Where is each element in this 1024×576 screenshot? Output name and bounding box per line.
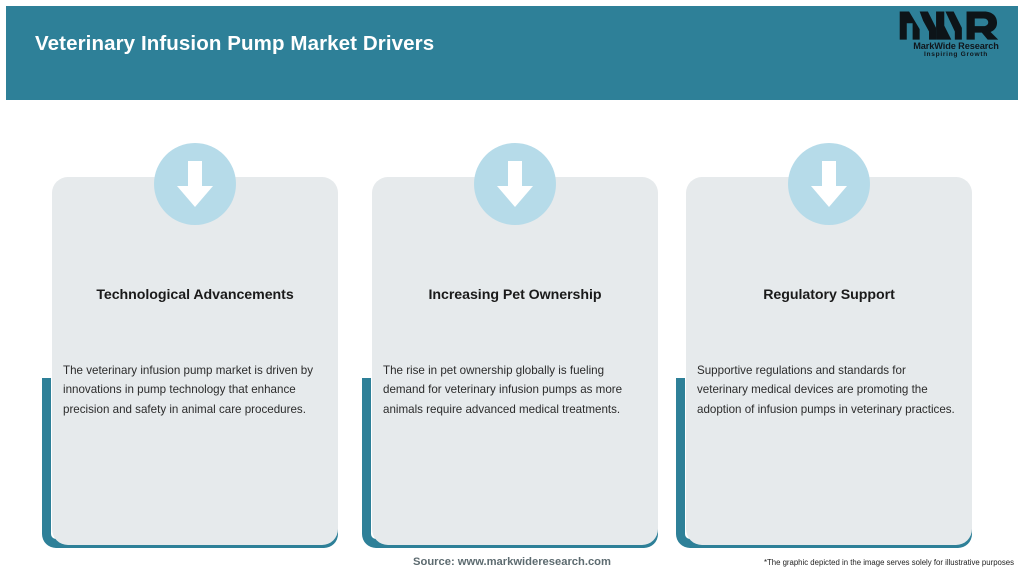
card-body-3: Supportive regulations and standards for…	[697, 364, 955, 416]
card-title-2: Increasing Pet Ownership	[428, 287, 602, 303]
mwr-monogram-icon	[899, 11, 999, 40]
header-bar: Veterinary Infusion Pump Market Drivers	[6, 6, 1018, 100]
down-arrow-glyph	[177, 161, 213, 207]
card-body-2: The rise in pet ownership globally is fu…	[383, 364, 623, 416]
page-title: Veterinary Infusion Pump Market Drivers	[35, 32, 435, 55]
logo-company-name: MarkWide Research	[913, 41, 999, 51]
card-panel-3: Regulatory Support Supportive regulation…	[686, 177, 972, 545]
down-arrow-glyph	[497, 161, 533, 207]
down-arrow-glyph	[811, 161, 847, 207]
card-title-3: Regulatory Support	[763, 287, 895, 303]
logo-tagline: Inspiring Growth	[924, 51, 988, 58]
card-panel-2: Increasing Pet Ownership The rise in pet…	[372, 177, 658, 545]
card-title-1: Technological Advancements	[96, 287, 294, 303]
down-arrow-icon	[154, 143, 236, 225]
markwide-research-logo: MarkWide Research Inspiring Growth	[897, 8, 1015, 62]
down-arrow-icon	[474, 143, 556, 225]
disclaimer-note: *The graphic depicted in the image serve…	[763, 558, 1014, 567]
card-body-1: The veterinary infusion pump market is d…	[63, 364, 314, 416]
source-label: Source: www.markwideresearch.com	[413, 556, 611, 568]
down-arrow-icon	[788, 143, 870, 225]
card-panel-1: Technological Advancements The veterinar…	[52, 177, 338, 545]
